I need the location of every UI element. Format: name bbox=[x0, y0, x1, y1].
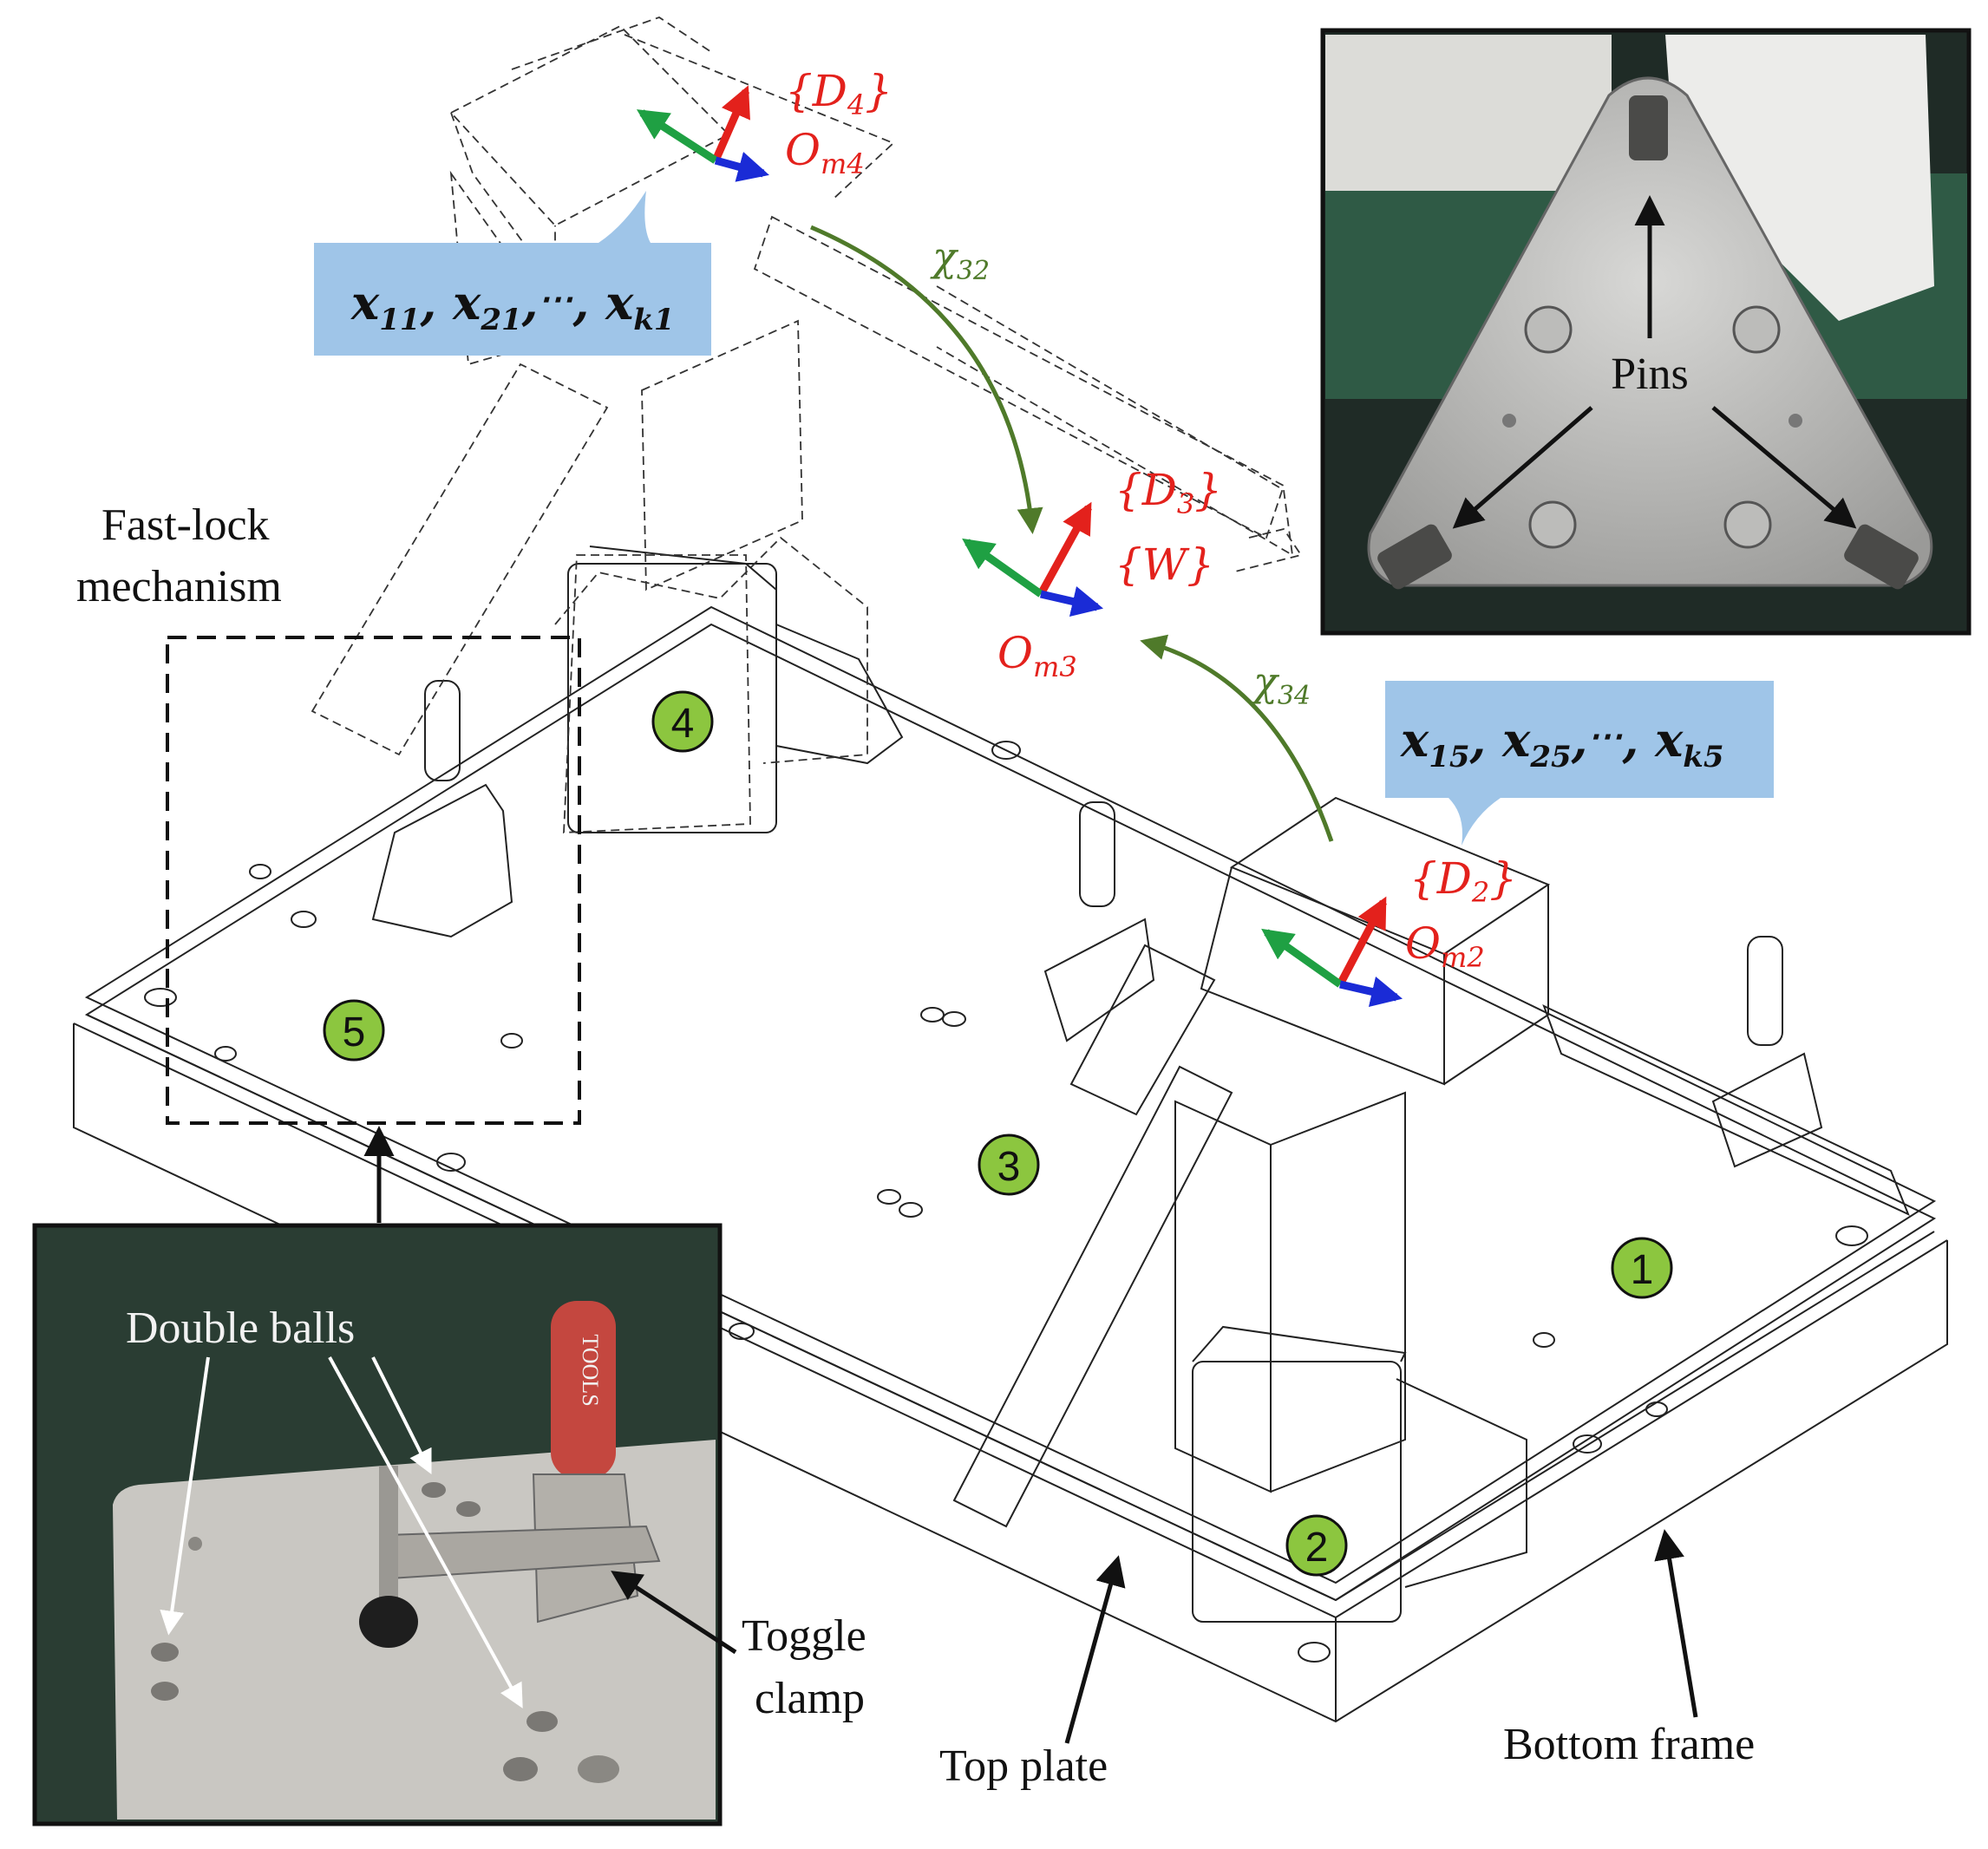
pins-photo: Pins bbox=[1320, 28, 1972, 636]
double-balls-label: Double balls bbox=[126, 1303, 355, 1353]
svg-text:2: 2 bbox=[1305, 1525, 1329, 1571]
frame-d4-axes bbox=[636, 85, 769, 182]
top-plate-outline bbox=[84, 623, 1937, 1602]
frame-om4-label: Om4 bbox=[785, 125, 865, 180]
double-balls-photo: TOOLS Double balls bbox=[32, 1223, 723, 1826]
frame-d4-label: {D4} bbox=[785, 66, 893, 121]
right-sample-callout: x15, x25,⋯, xk5 bbox=[1385, 681, 1774, 846]
chi32-arc bbox=[810, 225, 1043, 534]
clamp-stamp-text: TOOLS bbox=[578, 1334, 603, 1406]
toggle-clamp-label-2: clamp bbox=[755, 1674, 865, 1723]
top-sample-callout: x11, x21,⋯, xk1 bbox=[314, 191, 711, 356]
frame-d3-label: {D3} bbox=[1115, 465, 1222, 520]
svg-text:x11, x21,⋯, xk1: x11, x21,⋯, xk1 bbox=[350, 275, 675, 337]
svg-text:3: 3 bbox=[997, 1144, 1021, 1190]
svg-text:4: 4 bbox=[671, 701, 695, 747]
marker-3: 3 bbox=[978, 1134, 1040, 1196]
fast-lock-label-1: Fast-lock bbox=[101, 500, 270, 550]
marker-4: 4 bbox=[651, 690, 714, 753]
chi34-label: χ34 bbox=[1251, 658, 1311, 711]
marker-2: 2 bbox=[1285, 1514, 1348, 1577]
frame-d2-label: {D2} bbox=[1409, 853, 1517, 909]
clamp-red-handle bbox=[551, 1301, 616, 1479]
plate-holes bbox=[144, 741, 1868, 1663]
chi34-arc bbox=[1140, 634, 1334, 842]
frame-w-label: {W} bbox=[1115, 539, 1214, 590]
marker-1: 1 bbox=[1611, 1237, 1673, 1299]
svg-text:1: 1 bbox=[1631, 1247, 1654, 1293]
pins-label: Pins bbox=[1611, 350, 1689, 399]
module-markers: 1 2 3 4 5 bbox=[323, 690, 1673, 1577]
toggle-clamp-arrow bbox=[611, 1571, 737, 1655]
platform-drawing bbox=[73, 546, 1948, 1723]
svg-text:x15, x25,⋯, xk5: x15, x25,⋯, xk5 bbox=[1400, 712, 1724, 774]
top-plate-arrow bbox=[1064, 1555, 1126, 1744]
robot-module-solid bbox=[952, 796, 1910, 1623]
frame-d2-axes bbox=[1261, 896, 1403, 1008]
bottom-frame-arrow bbox=[1654, 1529, 1698, 1718]
chi32-label: χ32 bbox=[930, 233, 990, 286]
svg-text:5: 5 bbox=[343, 1009, 366, 1055]
frame-om3-label: Om3 bbox=[997, 628, 1077, 683]
robot-module-4 bbox=[567, 546, 904, 833]
frame-om2-label: Om2 bbox=[1405, 918, 1485, 974]
fast-lock-box bbox=[166, 636, 581, 1125]
marker-5: 5 bbox=[323, 999, 385, 1062]
bottom-frame-label: Bottom frame bbox=[1503, 1720, 1755, 1769]
top-plate-label: Top plate bbox=[939, 1741, 1108, 1791]
frame-d3-axes bbox=[962, 501, 1104, 617]
fast-lock-label-2: mechanism bbox=[76, 562, 282, 611]
toggle-clamp-label-1: Toggle bbox=[742, 1611, 866, 1661]
